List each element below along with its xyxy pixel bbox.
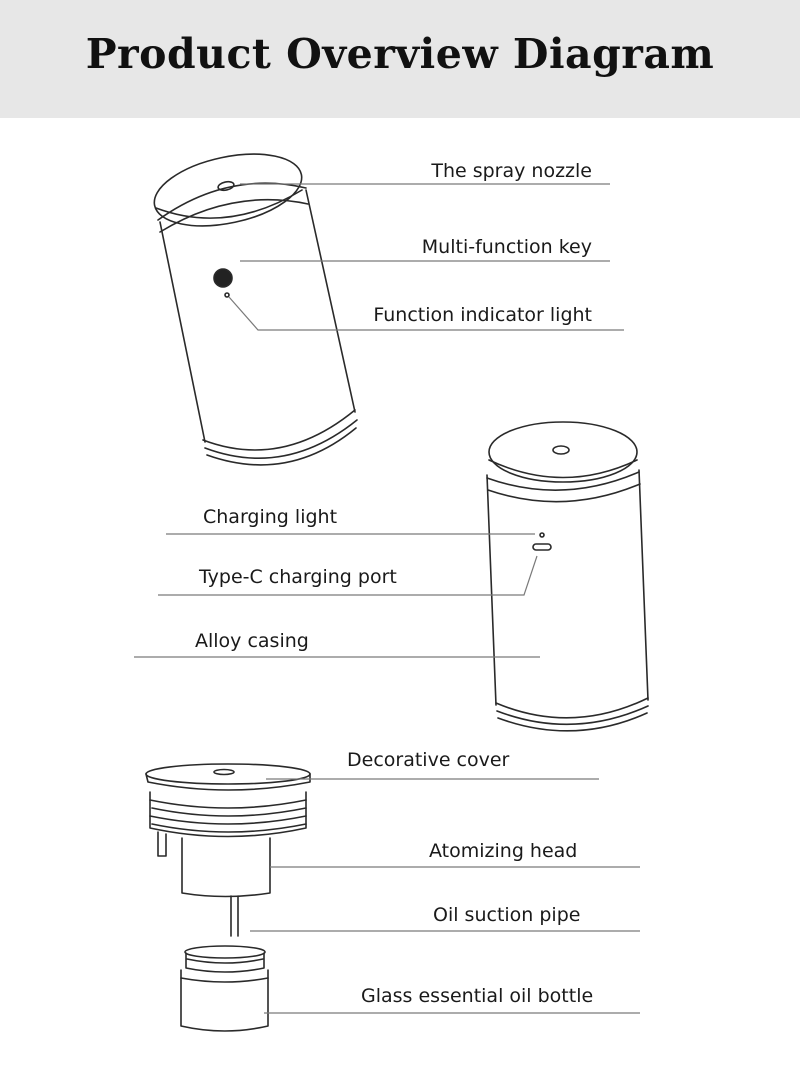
label-charging-light: Charging light	[203, 506, 338, 528]
label-function-indicator-light: Function indicator light	[373, 304, 592, 326]
label-glass-bottle: Glass essential oil bottle	[361, 985, 594, 1007]
label-oil-suction-pipe: Oil suction pipe	[433, 904, 581, 926]
label-atomizing-head: Atomizing head	[429, 840, 578, 862]
page-title: Product Overview Diagram	[85, 30, 715, 78]
label-spray-nozzle: The spray nozzle	[431, 160, 592, 182]
label-multi-function-key: Multi-function key	[421, 236, 592, 258]
label-type-c-port: Type-C charging port	[199, 566, 397, 588]
label-alloy-casing: Alloy casing	[195, 630, 309, 652]
title-banner	[0, 0, 800, 118]
device-upright	[486, 421, 649, 732]
device-tilted	[153, 153, 358, 466]
exploded-parts	[145, 763, 311, 1032]
label-decorative-cover: Decorative cover	[347, 749, 510, 771]
leader-lines	[134, 183, 640, 1014]
